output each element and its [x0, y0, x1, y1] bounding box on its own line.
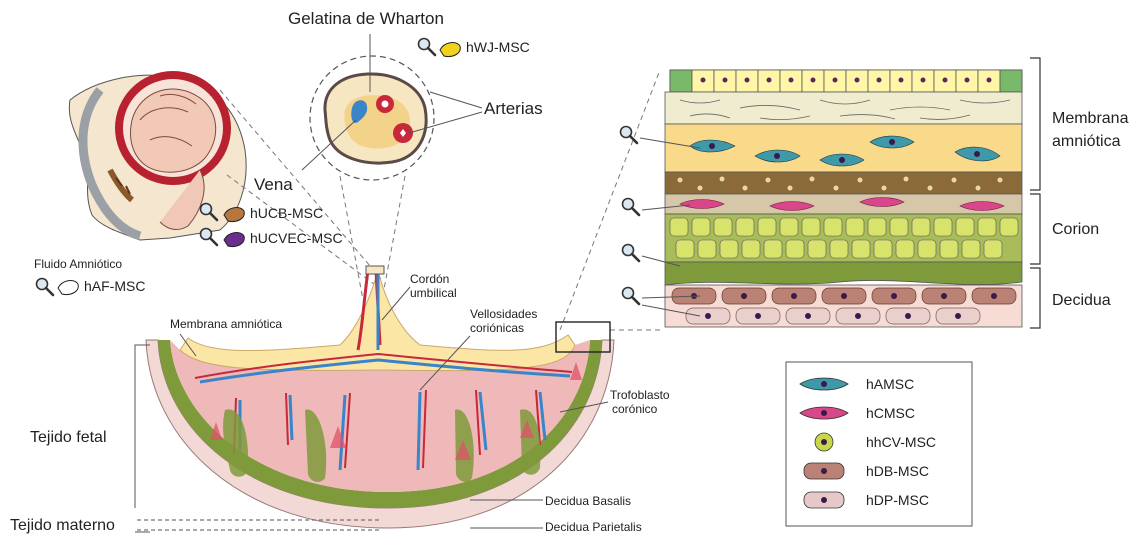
placenta-illustration — [146, 266, 614, 528]
vellosidades-label: Vellosidades — [470, 307, 537, 321]
magnifier-icon — [623, 288, 640, 305]
legend-label: hAMSC — [866, 376, 914, 392]
tejido-fetal-label: Tejido fetal — [30, 429, 107, 446]
decidua-layer-label: Decidua — [1052, 292, 1111, 309]
vein-endothelial-cell-icon — [224, 233, 244, 247]
haf-msc-tag: hAF-MSC — [84, 278, 145, 294]
hwj-msc-tag: hWJ-MSC — [466, 39, 530, 55]
pregnant-body-illustration — [69, 71, 246, 240]
legend: hAMSC hCMSC hhCV-MSC hDB-MSC hDP-MSC — [786, 362, 972, 526]
cell-nucleus-icon — [821, 497, 827, 503]
decidua-parietalis-label: Decidua Parietalis — [545, 520, 642, 534]
legend-item: hDP-MSC — [804, 492, 929, 508]
membrana-layer-label: Membrana — [1052, 110, 1129, 127]
magnifier-icon — [419, 39, 436, 56]
cordon-label: Cordón — [410, 272, 449, 286]
corionicas-label: coriónicas — [470, 321, 524, 335]
amniotic-fluid-cell-icon — [58, 281, 78, 295]
legend-label: hDP-MSC — [866, 492, 929, 508]
legend-label: hhCV-MSC — [866, 434, 936, 450]
cell-nucleus-icon — [821, 381, 827, 387]
arterias-label: Arterias — [484, 99, 543, 118]
umbilical-label: umbilical — [410, 286, 457, 300]
legend-label: hCMSC — [866, 405, 915, 421]
fluido-amniotico-label: Fluido Amniótico — [34, 257, 122, 271]
amniotica-layer-label: amniótica — [1052, 133, 1121, 150]
hucvec-msc-tag: hUCVEC-MSC — [250, 230, 343, 246]
membrana-amniotica-placenta-label: Membrana amniótica — [170, 317, 282, 331]
magnifier-icon — [623, 199, 640, 216]
hucb-msc-tag: hUCB-MSC — [250, 205, 323, 221]
fetal-membrane-layers — [665, 70, 1022, 327]
legend-item: hDB-MSC — [804, 463, 929, 479]
tejido-materno-label: Tejido materno — [10, 517, 115, 534]
layer-brackets — [1030, 58, 1040, 328]
cell-nucleus-icon — [821, 410, 827, 416]
cell-nucleus-icon — [821, 439, 827, 445]
magnifier-icon — [621, 127, 638, 144]
vena-label: Vena — [254, 175, 293, 194]
wharton-jelly-label: Gelatina de Wharton — [288, 9, 444, 28]
magnifier-icon — [37, 279, 54, 296]
magnifier-icon — [623, 245, 640, 262]
wharton-cell-icon — [440, 43, 460, 57]
trofoblasto-label: Trofoblasto — [610, 388, 670, 402]
umbilical-cord-cross-section — [310, 56, 434, 180]
coronico-label: corónico — [612, 402, 658, 416]
corion-layer-label: Corion — [1052, 221, 1099, 238]
cell-nucleus-icon — [821, 468, 827, 474]
legend-label: hDB-MSC — [866, 463, 929, 479]
decidua-basalis-label: Decidua Basalis — [545, 494, 631, 508]
